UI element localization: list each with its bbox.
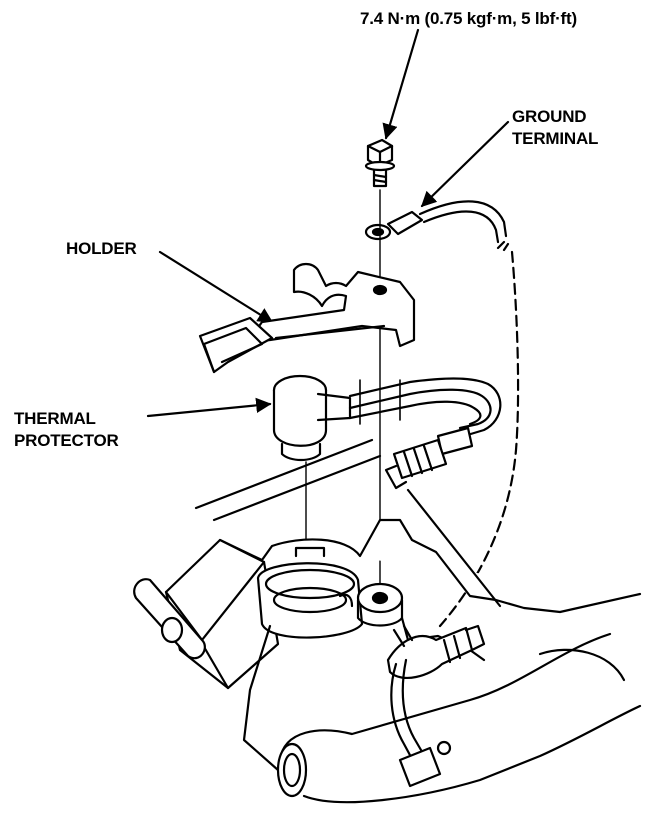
ground-terminal-label-line1: GROUND bbox=[512, 107, 587, 126]
holder-part bbox=[198, 262, 416, 374]
thermal-protector-part bbox=[272, 374, 502, 490]
ground-terminal-label-line2: TERMINAL bbox=[512, 129, 599, 148]
torque-spec-label: 7.4 N·m (0.75 kgf·m, 5 lbf·ft) bbox=[360, 9, 577, 28]
thermal-protector-label-line2: PROTECTOR bbox=[14, 431, 119, 450]
ground-terminal-label: GROUND TERMINAL bbox=[512, 106, 598, 150]
thermal-protector-label: THERMAL PROTECTOR bbox=[14, 408, 119, 452]
washer-icon bbox=[364, 223, 392, 241]
ground-terminal-leader-arrow bbox=[420, 120, 510, 208]
holder-label: HOLDER bbox=[66, 239, 137, 258]
sensor-connector-part bbox=[386, 624, 486, 788]
torque-leader-arrow bbox=[382, 28, 420, 140]
lower-pipe bbox=[276, 632, 642, 804]
holder-leader-arrow bbox=[158, 250, 274, 324]
thermal-protector-leader-arrow bbox=[146, 397, 272, 418]
harness-wire bbox=[194, 438, 382, 522]
thermal-protector-label-line1: THERMAL bbox=[14, 409, 96, 428]
engine-housing bbox=[133, 488, 642, 772]
bolt-icon bbox=[364, 138, 396, 188]
